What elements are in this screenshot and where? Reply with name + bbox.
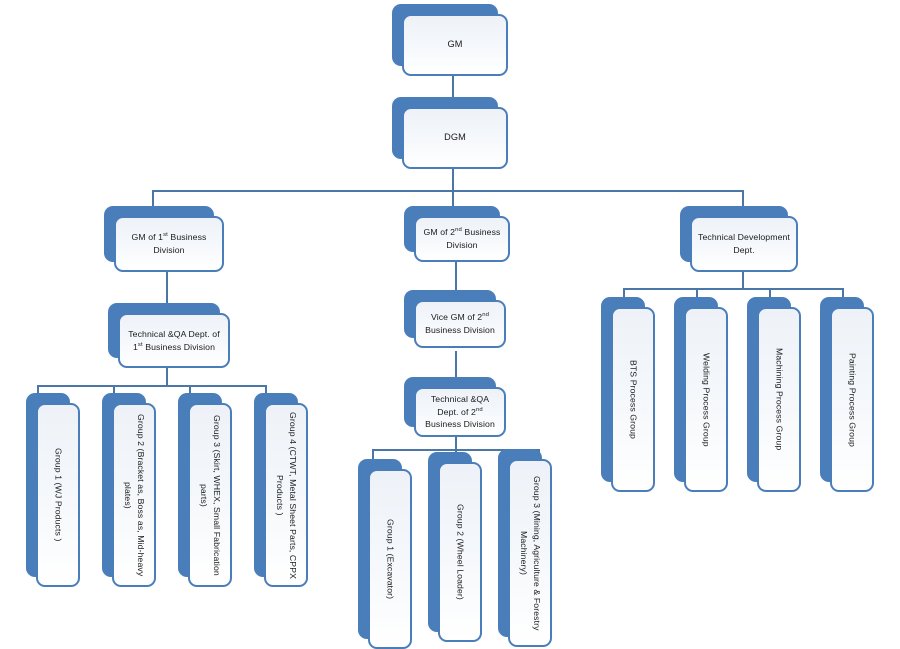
connector-dgm-down [452, 169, 454, 191]
node-label-part: Technical &QA Dept. of 2 [430, 394, 490, 417]
node-div1-group-2[interactable]: Group 2 (Bracket as, Boss as, Mid-heavy … [102, 393, 156, 587]
connector-div2-to-vicegm [455, 262, 457, 294]
node-process-group-painting[interactable]: Painting Process Group [820, 297, 874, 492]
node-process-group-welding[interactable]: Welding Process Group [674, 297, 728, 492]
node-label-part: Business Division [153, 232, 207, 255]
node-label: GM of 2nd Business Division [416, 224, 508, 253]
connector-process-groups-bus [623, 288, 842, 290]
connector-bus-to-proc-bts [623, 288, 625, 299]
node-technical-development-dept[interactable]: Technical Development Dept. [680, 206, 798, 272]
node-label: Group 4 (CTWT, Metal Sheet Parts, CPPX P… [275, 411, 299, 579]
node-face: Group 2 (Wheel Loader) [438, 462, 482, 642]
node-tqa-dept-division-2[interactable]: Technical &QA Dept. of 2nd Business Divi… [404, 377, 506, 437]
connector-bus-to-div1-g2 [113, 385, 115, 395]
node-face: Group 1 (WJ Products ) [36, 403, 80, 587]
node-label: DGM [444, 132, 466, 143]
node-face: BTS Process Group [611, 307, 655, 492]
node-label: Group 3 (Mining, Agriculture & Forestry … [519, 475, 543, 631]
node-div1-group-1[interactable]: Group 1 (WJ Products ) [26, 393, 80, 587]
connector-bus-to-div2 [452, 190, 454, 210]
node-gm-division-2[interactable]: GM of 2nd Business Division [404, 206, 510, 262]
node-face: Technical Development Dept. [690, 216, 798, 272]
node-label: Welding Process Group [701, 352, 712, 447]
node-face: Group 2 (Bracket as, Boss as, Mid-heavy … [112, 403, 156, 587]
connector-bus-to-proc-painting [842, 288, 844, 299]
node-label: Technical &QA Dept. of 2nd Business Divi… [416, 391, 504, 433]
connector-bus-to-techdev [742, 190, 744, 210]
node-face: Technical &QA Dept. of 1st Business Divi… [118, 313, 230, 368]
node-face: Group 3 (Mining, Agriculture & Forestry … [508, 459, 552, 647]
node-label-part: Business Division [142, 341, 216, 352]
node-face: GM [402, 14, 508, 76]
node-label-part: Technical &QA Dept. of 1 [128, 328, 220, 352]
ordinal-suffix: nd [475, 406, 483, 413]
connector-bus-to-div1-g1 [37, 385, 39, 395]
node-label: Vice GM of 2nd Business Division [416, 309, 504, 338]
connector-tqa2-down [455, 434, 457, 450]
node-label-part: GM of 2 [423, 227, 456, 238]
connector-bus-to-div1 [152, 190, 154, 210]
node-process-group-machining[interactable]: Machining Process Group [747, 297, 801, 492]
node-label: Painting Process Group [847, 352, 858, 447]
node-label: Technical Development Dept. [698, 232, 790, 255]
node-div2-group-3[interactable]: Group 3 (Mining, Agriculture & Forestry … [498, 449, 552, 647]
node-process-group-bts[interactable]: BTS Process Group [601, 297, 655, 492]
ordinal-suffix: nd [455, 227, 462, 234]
node-label: Technical &QA Dept. of 1st Business Divi… [120, 326, 228, 355]
node-div2-group-1[interactable]: Group 1 (Excavator) [358, 459, 412, 649]
connector-bus-to-proc-machining [769, 288, 771, 299]
node-face: Vice GM of 2nd Business Division [414, 300, 506, 348]
connector-bus-to-div2-g1 [372, 449, 374, 460]
node-label-part: Vice GM of 2 [430, 312, 483, 323]
connector-bus-to-div1-g4 [265, 385, 267, 395]
connector-gm-dgm [452, 76, 454, 102]
node-label-part: Business Division [425, 419, 495, 430]
node-label: Group 2 (Wheel Loader) [455, 504, 466, 600]
node-face: GM of 1st Business Division [114, 216, 224, 272]
node-div2-group-2[interactable]: Group 2 (Wheel Loader) [428, 452, 482, 642]
connector-div1-to-tqa1 [166, 272, 168, 307]
node-face: Technical &QA Dept. of 2nd Business Divi… [414, 387, 506, 437]
node-label: Group 3 (Skirt, WHEX, Small Fabrication … [199, 414, 223, 576]
node-face: Welding Process Group [684, 307, 728, 492]
node-face: Machining Process Group [757, 307, 801, 492]
ordinal-suffix: st [163, 232, 168, 239]
node-label: Group 1 (WJ Products ) [53, 448, 64, 542]
node-face: Group 4 (CTWT, Metal Sheet Parts, CPPX P… [264, 403, 308, 587]
node-label: GM [447, 39, 463, 50]
node-face: Painting Process Group [830, 307, 874, 492]
node-label-part: GM of 1 [131, 232, 164, 243]
node-label-part: Business Division [446, 227, 501, 250]
node-vice-gm-division-2[interactable]: Vice GM of 2nd Business Division [404, 290, 506, 348]
node-div1-group-3[interactable]: Group 3 (Skirt, WHEX, Small Fabrication … [178, 393, 232, 587]
node-face: Group 3 (Skirt, WHEX, Small Fabrication … [188, 403, 232, 587]
node-div1-group-4[interactable]: Group 4 (CTWT, Metal Sheet Parts, CPPX P… [254, 393, 308, 587]
node-face: DGM [402, 107, 508, 169]
node-label: Group 2 (Bracket as, Boss as, Mid-heavy … [123, 413, 147, 577]
connector-level2-bus [152, 190, 744, 192]
node-gm[interactable]: GM [392, 4, 508, 76]
connector-div1-groups-bus [37, 385, 266, 387]
node-dgm[interactable]: DGM [392, 97, 508, 169]
node-face: Group 1 (Excavator) [368, 469, 412, 649]
node-label: BTS Process Group [628, 360, 639, 439]
node-label: Machining Process Group [774, 348, 785, 451]
node-face: GM of 2nd Business Division [414, 216, 510, 262]
connector-bus-to-div1-g3 [189, 385, 191, 395]
ordinal-suffix: st [137, 341, 143, 348]
node-label: GM of 1st Business Division [116, 229, 222, 258]
connector-vicegm-to-tqa2 [455, 351, 457, 381]
connector-bus-to-proc-welding [696, 288, 698, 299]
node-label-part: Business Division [425, 325, 495, 335]
node-gm-division-1[interactable]: GM of 1st Business Division [104, 206, 224, 272]
node-tqa-dept-division-1[interactable]: Technical &QA Dept. of 1st Business Divi… [108, 303, 230, 368]
connector-techdev-down [742, 272, 744, 289]
ordinal-suffix: nd [482, 312, 490, 319]
connector-tqa1-down [166, 368, 168, 386]
node-label: Group 1 (Excavator) [385, 518, 396, 600]
